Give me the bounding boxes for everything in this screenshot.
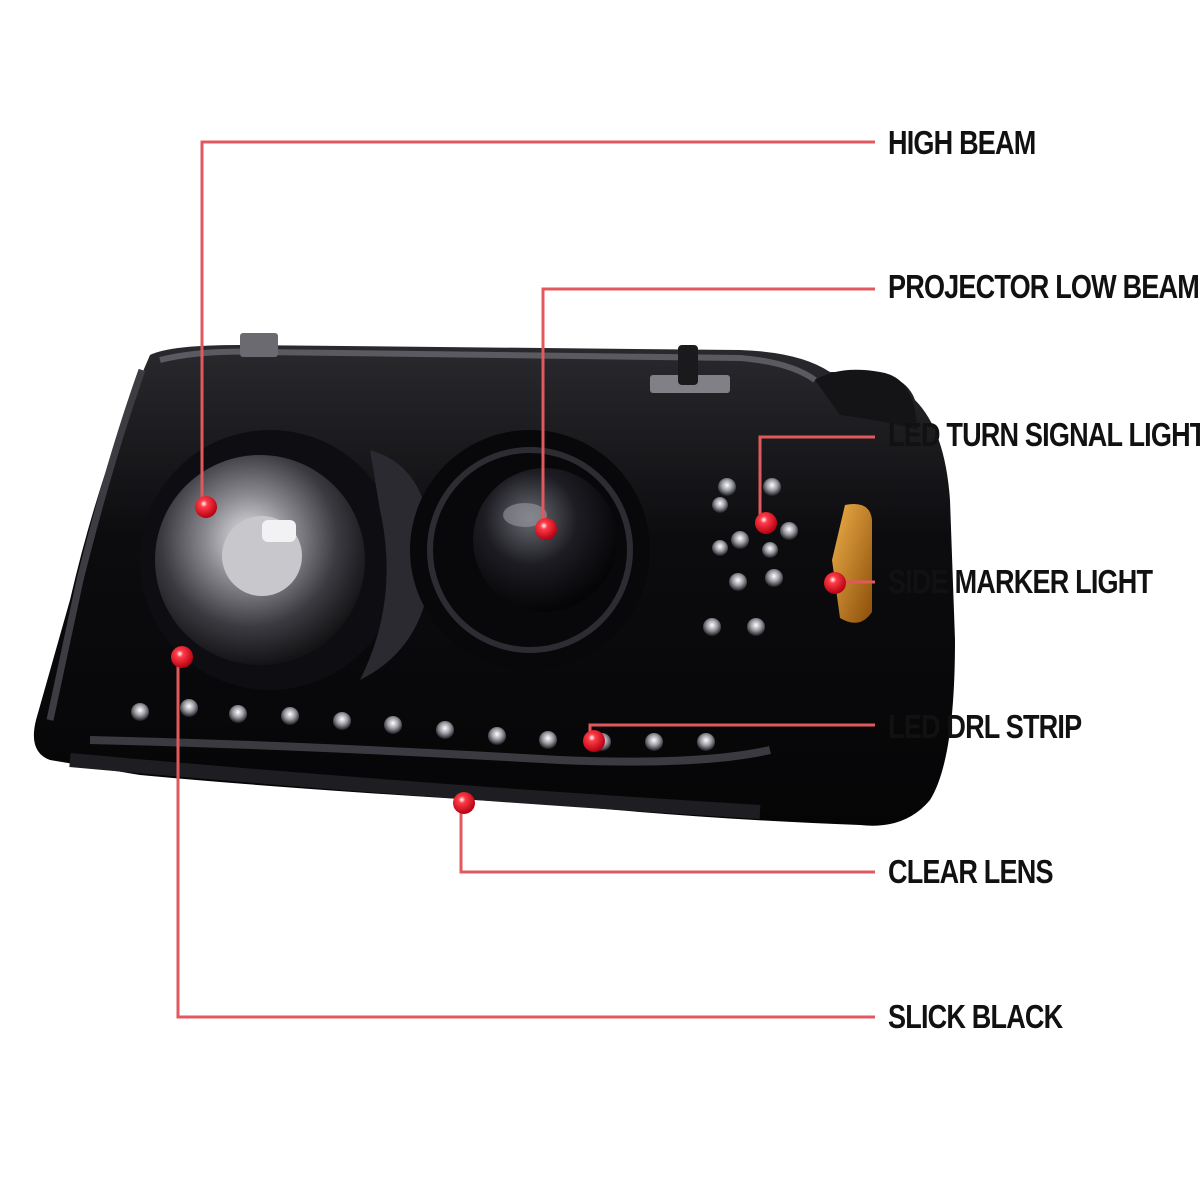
callout-slick-black: SLICK BLACK (888, 998, 1063, 1035)
high-beam-marker-icon (195, 496, 217, 518)
slick-black-marker-icon (171, 646, 193, 668)
headlight-assembly-image (33, 333, 955, 826)
leader-line-led-turn-signal-light (758, 435, 875, 523)
callout-high-beam: HIGH BEAM (888, 124, 1036, 161)
callout-clear-lens: CLEAR LENS (888, 853, 1054, 890)
turn-signal-marker-icon (755, 512, 777, 534)
callout-led-turn-signal-light: LED TURN SIGNAL LIGHT (888, 416, 1200, 453)
drl-strip-marker-icon (583, 730, 605, 752)
clear-lens-marker-icon (453, 792, 475, 814)
leader-lines (176, 140, 875, 1019)
projector-low-beam-marker-icon (535, 518, 557, 540)
leader-line-slick-black (176, 657, 875, 1019)
callout-projector-low-beam: PROJECTOR LOW BEAM (888, 268, 1200, 305)
drl-leds (131, 699, 715, 751)
turn-signal-leds (703, 478, 798, 636)
side-marker-marker-icon (824, 572, 846, 594)
leader-line-high-beam (200, 140, 875, 507)
marker-dots (171, 496, 846, 814)
callout-led-drl-strip: LED DRL STRIP (888, 708, 1082, 745)
leader-line-clear-lens (459, 803, 875, 874)
leader-line-projector-low-beam (541, 287, 875, 529)
callout-side-marker-light: SIDE MARKER LIGHT (888, 563, 1153, 600)
